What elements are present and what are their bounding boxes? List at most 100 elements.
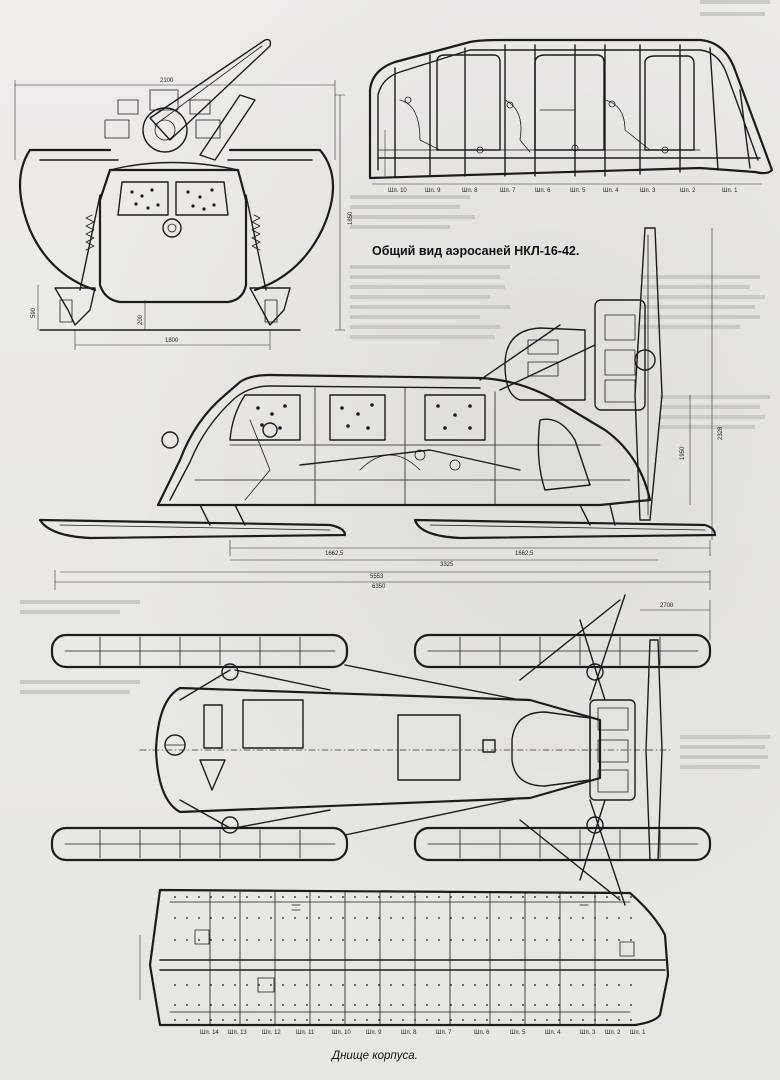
rivet [474,896,476,898]
rivet [462,984,464,986]
rivet [558,939,560,941]
bottom-frame-label: Шп. 7 [436,1030,452,1036]
rivet [498,1019,500,1021]
rivet [594,917,596,919]
rivet [354,984,356,986]
rivet [594,1019,596,1021]
rivet [306,1019,308,1021]
rivet [306,917,308,919]
rivet [630,1019,632,1021]
rivet [306,896,308,898]
rivet [330,939,332,941]
rivet [318,917,320,919]
rivet [474,1019,476,1021]
rivet [486,984,488,986]
rivet [174,1019,176,1021]
rivet [330,896,332,898]
front-view [18,38,335,331]
dim-side-inner-length: 5553 [370,574,384,580]
rivet [222,896,224,898]
rivet [366,1004,368,1006]
dim-front-track: 1800 [165,338,179,344]
rivet [378,917,380,919]
rivet [378,984,380,986]
rivet [474,1004,476,1006]
rivet [402,1019,404,1021]
rivet [606,896,608,898]
rivet [438,1019,440,1021]
rivet [414,1004,416,1006]
rivet [630,896,632,898]
rivet [378,1019,380,1021]
rivet [618,1019,620,1021]
rivet [318,939,320,941]
rivet [390,896,392,898]
rivet [534,896,536,898]
rivet [174,917,176,919]
rivet [186,939,188,941]
rivet [618,1004,620,1006]
rivet [606,1004,608,1006]
dim-side-prop-height: 2328 [718,426,724,440]
rivet [594,984,596,986]
rivet [270,917,272,919]
rivet [510,1004,512,1006]
rivet [402,939,404,941]
rivet [606,939,608,941]
rivet [594,1004,596,1006]
rivet [618,896,620,898]
rivet [546,1004,548,1006]
rivet [510,1019,512,1021]
plan-view [50,594,712,906]
rivet [246,1004,248,1006]
rivet [210,984,212,986]
frame-label: Шп. 5 [570,188,586,194]
rivet [246,939,248,941]
rivet [318,984,320,986]
rivet [450,939,452,941]
rivet [426,917,428,919]
rivet [522,1019,524,1021]
rivet [570,917,572,919]
bottom-frame-label: Шп. 12 [262,1030,281,1036]
rivet [402,984,404,986]
rivet [210,1004,212,1006]
rivet [294,896,296,898]
rivet [174,896,176,898]
rivet [414,917,416,919]
rivet [258,1004,260,1006]
rivet [414,939,416,941]
rivet [402,1004,404,1006]
rivet [606,1019,608,1021]
rivet [438,984,440,986]
rivet [378,896,380,898]
dim-front-ski-height: 590 [31,307,37,318]
rivet [474,939,476,941]
rivet [510,984,512,986]
rivet [186,896,188,898]
rivet [522,984,524,986]
bottom-frame-label: Шп. 10 [332,1030,351,1036]
bottom-station-labels: Шп. 14 Шп. 13 Шп. 12 Шп. 11 Шп. 10 Шп. 9… [200,1030,646,1036]
rivet [594,896,596,898]
rivet [330,1019,332,1021]
rivet [378,939,380,941]
bottom-frame-label: Шп. 4 [545,1030,561,1036]
rivet [618,939,620,941]
rivet [198,1004,200,1006]
frame-label: Шп. 7 [500,188,516,194]
rivet [258,939,260,941]
hull-frame-view [368,38,774,180]
rivet [630,939,632,941]
background-text-bleed [20,0,770,769]
bottom-frame-label: Шп. 3 [580,1030,596,1036]
rivet [258,917,260,919]
rivet [546,939,548,941]
rivet [342,896,344,898]
bottom-frame-label: Шп. 14 [200,1030,219,1036]
bottom-frame-label: Шп. 11 [296,1030,315,1036]
rivet [546,896,548,898]
dim-side-total-length: 6350 [372,584,386,590]
frame-label: Шп. 8 [462,188,478,194]
